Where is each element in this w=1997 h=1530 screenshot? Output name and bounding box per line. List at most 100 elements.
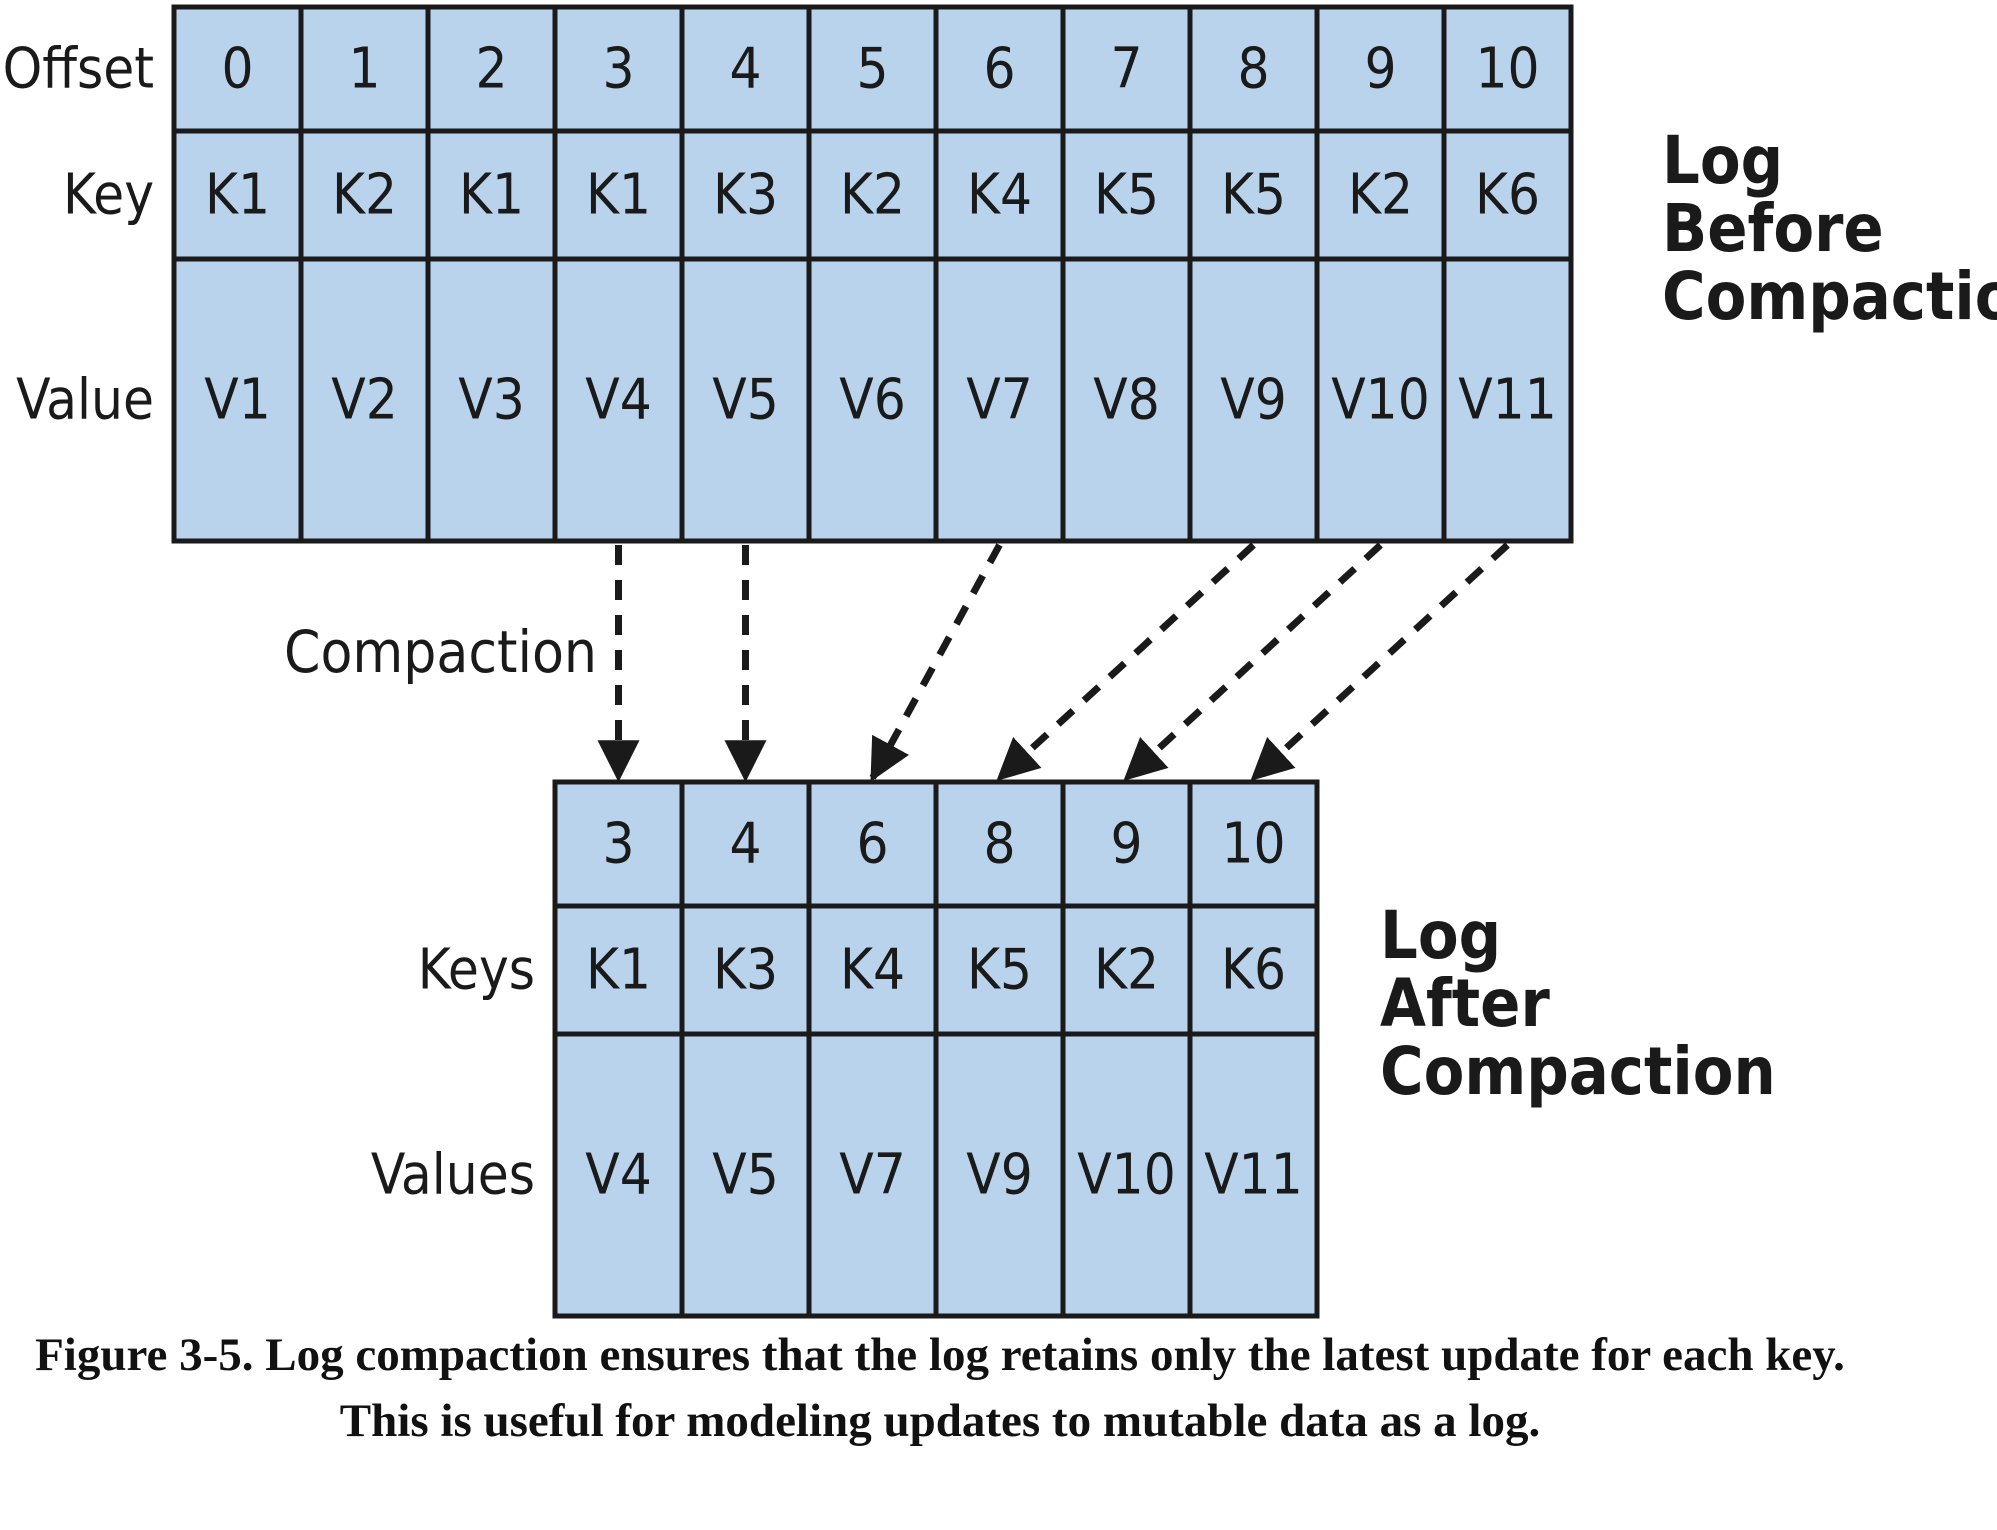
before-offset-text: 5 xyxy=(856,37,888,102)
before-offset-text: 7 xyxy=(1110,37,1142,102)
before-cell xyxy=(1314,128,1447,262)
compaction-arrows xyxy=(597,542,1510,783)
after-cell xyxy=(933,779,1066,909)
before-cell xyxy=(1187,128,1320,262)
before-value-text: V7 xyxy=(966,368,1033,433)
before-value-text: V11 xyxy=(1458,368,1557,433)
before-cell xyxy=(171,128,304,262)
before-cell xyxy=(1060,4,1193,134)
after-key-text: K6 xyxy=(1221,938,1286,1003)
before-cell xyxy=(806,4,939,134)
before-key-text: K3 xyxy=(713,163,778,228)
after-key-text: K1 xyxy=(586,938,651,1003)
before-cell xyxy=(806,128,939,262)
before-offset-text: 10 xyxy=(1475,37,1539,102)
log-before-title-line: Compaction xyxy=(1662,258,1997,335)
before-value-text: V1 xyxy=(204,368,271,433)
before-offset-text: 2 xyxy=(475,37,507,102)
before-value-text: V6 xyxy=(839,368,906,433)
after-cell xyxy=(1187,1031,1320,1319)
before-cell xyxy=(1441,4,1574,134)
before-offset-text: 1 xyxy=(348,37,380,102)
before-offset-text: 6 xyxy=(983,37,1015,102)
before-key-text: K2 xyxy=(1348,163,1413,228)
before-offset-text: 8 xyxy=(1237,37,1269,102)
compaction-arrow xyxy=(996,542,1256,781)
before-cell xyxy=(1060,128,1193,262)
before-value-text: V4 xyxy=(585,368,652,433)
after-row-label: Keys xyxy=(418,938,535,1003)
log-after-title-line: Log xyxy=(1380,897,1501,974)
before-row-label: Key xyxy=(63,163,154,228)
before-offset-text: 3 xyxy=(602,37,634,102)
before-value-text: V8 xyxy=(1093,368,1160,433)
before-value-text: V10 xyxy=(1331,368,1430,433)
before-row-label: Offset xyxy=(3,37,154,102)
before-key-text: K4 xyxy=(967,163,1032,228)
after-value-text: V7 xyxy=(839,1143,906,1208)
before-key-text: K2 xyxy=(840,163,905,228)
compaction-label: Compaction xyxy=(284,618,597,686)
after-cell xyxy=(806,779,939,909)
after-offset-text: 6 xyxy=(856,812,888,877)
diagram-labels: LogBeforeCompactionLogAfterCompactionCom… xyxy=(284,122,1997,1110)
after-cell xyxy=(806,903,939,1037)
after-key-text: K3 xyxy=(713,938,778,1003)
log-after-title-line: After xyxy=(1380,965,1550,1042)
compaction-arrow xyxy=(1123,542,1383,781)
before-cell xyxy=(679,256,812,544)
after-offset-text: 10 xyxy=(1221,812,1285,877)
before-offset-text: 9 xyxy=(1364,37,1396,102)
before-value-text: V2 xyxy=(331,368,398,433)
before-offset-text: 0 xyxy=(221,37,253,102)
after-row-label: Values xyxy=(371,1143,535,1208)
before-offset-text: 4 xyxy=(729,37,761,102)
before-cell xyxy=(425,256,558,544)
after-offset-text: 4 xyxy=(729,812,761,877)
before-value-text: V9 xyxy=(1220,368,1287,433)
before-cell xyxy=(1441,256,1574,544)
after-cell xyxy=(806,1031,939,1319)
after-value-text: V10 xyxy=(1077,1143,1176,1208)
before-cell xyxy=(1441,128,1574,262)
after-cell xyxy=(552,1031,685,1319)
after-offset-text: 9 xyxy=(1110,812,1142,877)
log-after-title-line: Compaction xyxy=(1380,1033,1776,1110)
before-key-text: K5 xyxy=(1221,163,1286,228)
after-key-text: K5 xyxy=(967,938,1032,1003)
after-cell xyxy=(1187,779,1320,909)
after-cell xyxy=(1060,1031,1193,1319)
before-cell xyxy=(1314,4,1447,134)
log-before-title-line: Log xyxy=(1662,122,1783,199)
after-offset-text: 3 xyxy=(602,812,634,877)
before-value-text: V3 xyxy=(458,368,525,433)
after-value-text: V4 xyxy=(585,1143,652,1208)
after-value-text: V11 xyxy=(1204,1143,1303,1208)
after-value-text: V5 xyxy=(712,1143,779,1208)
before-value-text: V5 xyxy=(712,368,779,433)
after-key-text: K4 xyxy=(840,938,905,1003)
before-cell xyxy=(933,256,1066,544)
after-key-text: K2 xyxy=(1094,938,1159,1003)
before-cell xyxy=(171,256,304,544)
before-key-text: K1 xyxy=(205,163,270,228)
before-cell xyxy=(1187,256,1320,544)
before-cell xyxy=(806,256,939,544)
before-key-text: K1 xyxy=(459,163,524,228)
figure-caption: Figure 3-5. Log compaction ensures that … xyxy=(35,1329,1845,1447)
before-cell xyxy=(425,128,558,262)
before-key-text: K5 xyxy=(1094,163,1159,228)
before-row-label: Value xyxy=(16,368,154,433)
after-cell xyxy=(933,1031,1066,1319)
before-key-text: K6 xyxy=(1475,163,1540,228)
compaction-arrow xyxy=(869,543,1003,782)
after-value-text: V9 xyxy=(966,1143,1033,1208)
after-offset-text: 8 xyxy=(983,812,1015,877)
before-key-text: K2 xyxy=(332,163,397,228)
before-cell xyxy=(679,128,812,262)
after-cell xyxy=(1187,903,1320,1037)
